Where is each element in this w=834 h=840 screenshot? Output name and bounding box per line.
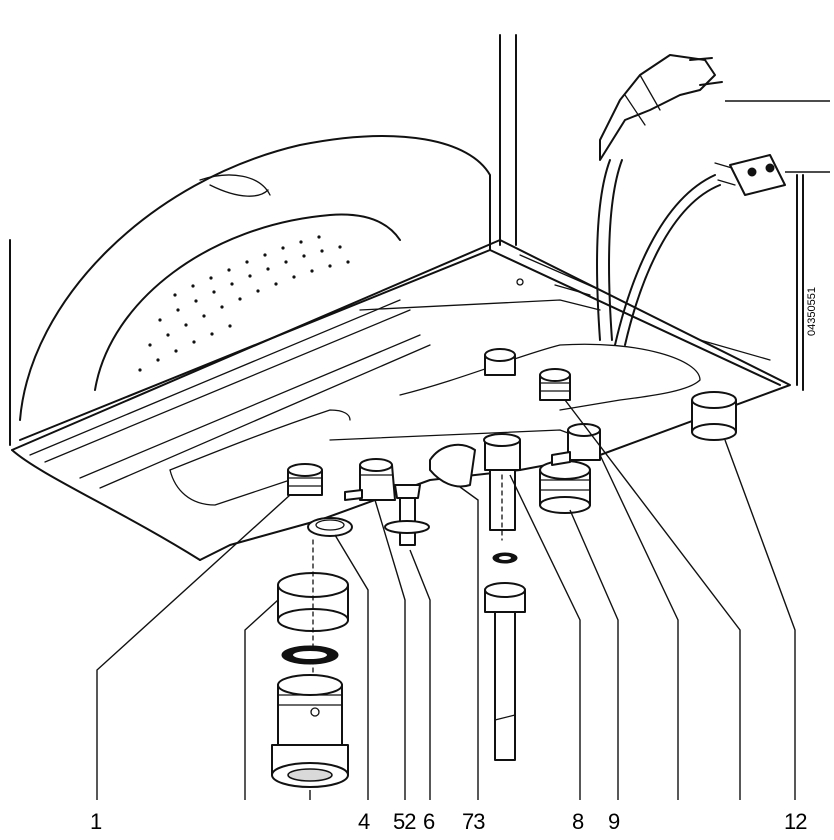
- casing-dome: [19, 135, 491, 421]
- underside-tray: [11, 239, 791, 561]
- callout-6: 6: [423, 809, 435, 834]
- gas-connection-assembly: [271, 539, 349, 788]
- callout-8: 8: [572, 809, 584, 834]
- power-cable-plug: [596, 54, 830, 341]
- callout-4: 4: [358, 809, 370, 834]
- callout-9: 9: [608, 809, 620, 834]
- fitting-6: [384, 484, 430, 546]
- callout-52: 52: [393, 809, 417, 834]
- fitting-8: [484, 348, 571, 401]
- leader-lines: [96, 399, 796, 800]
- callout-73: 73: [462, 809, 486, 834]
- fitting-4: [307, 517, 353, 537]
- fitting-9: [539, 460, 591, 514]
- fitting-52: [344, 458, 396, 501]
- signal-cable-terminal: [614, 154, 830, 346]
- callout-1: 1: [90, 809, 102, 834]
- drawing-reference-code: 04350551: [806, 287, 818, 336]
- fitting-73: [429, 433, 526, 761]
- fitting-1: [287, 463, 323, 496]
- wall-lines: [9, 34, 804, 446]
- fitting-12: [691, 391, 737, 441]
- callout-12: 12: [784, 809, 808, 834]
- vent-perforations: [138, 235, 350, 372]
